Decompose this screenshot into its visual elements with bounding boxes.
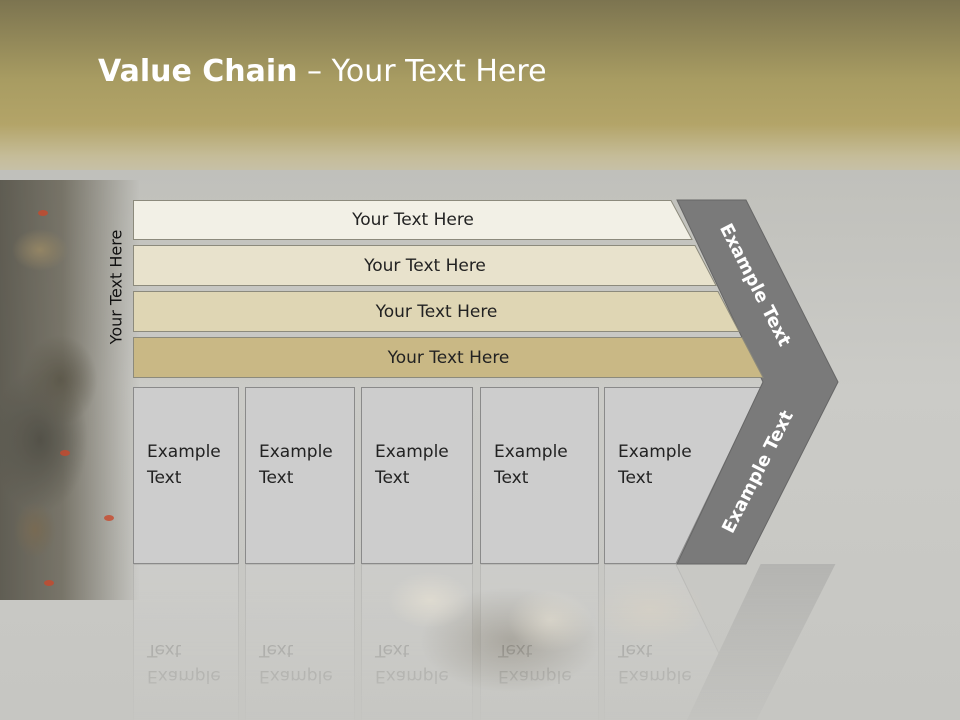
header-band bbox=[0, 0, 960, 200]
box-1-shape bbox=[133, 387, 239, 564]
box-5-line2: Text bbox=[618, 468, 653, 488]
title-rest: – Your Text Here bbox=[297, 54, 547, 89]
box-4-shape bbox=[480, 387, 599, 564]
box-4-line2: Text bbox=[494, 468, 529, 488]
fish-decoration bbox=[38, 210, 48, 216]
box-1-line2: Text bbox=[147, 468, 182, 488]
side-label: Your Text Here bbox=[106, 229, 126, 345]
box-4: Example Text bbox=[480, 387, 599, 564]
box-5-line1: Example bbox=[618, 442, 692, 462]
bar-1: Your Text Here bbox=[133, 200, 693, 240]
coral-reef-photo bbox=[0, 180, 140, 600]
fish-decoration bbox=[44, 580, 54, 586]
box-2-shape bbox=[245, 387, 355, 564]
fish-decoration bbox=[60, 450, 70, 456]
bar-4: Your Text Here bbox=[133, 337, 764, 378]
box-4-line1: Example bbox=[494, 442, 568, 462]
bar-2: Your Text Here bbox=[133, 245, 717, 286]
title-bold: Value Chain bbox=[98, 54, 298, 89]
bar-4-label: Your Text Here bbox=[387, 347, 510, 368]
box-1: Example Text bbox=[133, 387, 239, 564]
box-3-shape bbox=[361, 387, 473, 564]
box-1-line1: Example bbox=[147, 442, 221, 462]
box-3-line2: Text bbox=[375, 468, 410, 488]
box-5: Example Text bbox=[604, 387, 762, 564]
bar-2-label: Your Text Here bbox=[364, 255, 486, 276]
box-2-line1: Example bbox=[259, 442, 333, 462]
bar-3: Your Text Here bbox=[133, 291, 740, 332]
fish-decoration bbox=[104, 515, 114, 521]
box-3: Example Text bbox=[361, 387, 473, 564]
coral-reef-photo-lower bbox=[130, 560, 830, 720]
bar-1-label: Your Text Here bbox=[352, 210, 474, 230]
box-2: Example Text bbox=[245, 387, 355, 564]
bar-3-label: Your Text Here bbox=[375, 301, 498, 322]
slide-title: Value Chain – Your Text Here bbox=[98, 54, 547, 89]
box-3-line1: Example bbox=[375, 442, 449, 462]
box-2-line2: Text bbox=[259, 468, 294, 488]
